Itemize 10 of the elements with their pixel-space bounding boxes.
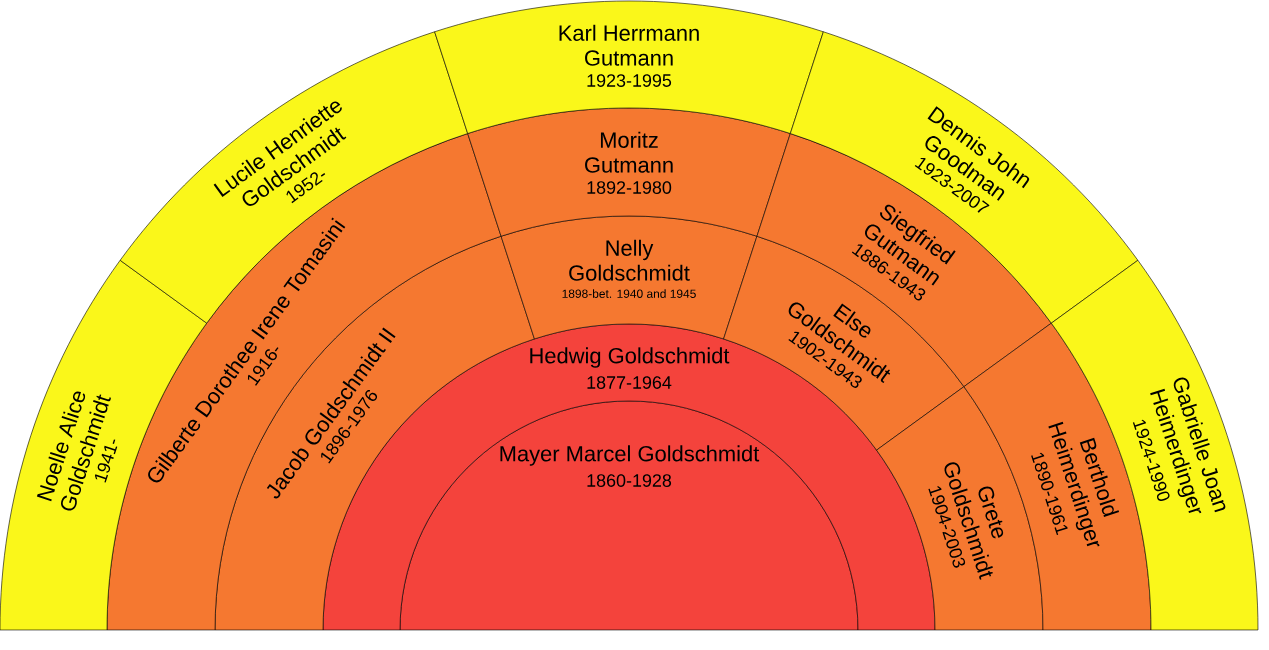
person-name: Nelly Goldschmidt	[569, 239, 690, 281]
person-name: Moritz Gutmann	[585, 131, 673, 173]
life-dates: 1877-1964	[587, 376, 672, 389]
life-dates: 1923-1995	[587, 74, 672, 87]
person-name: Karl Herrmann Gutmann	[559, 24, 699, 66]
person-name: Hedwig Goldschmidt	[530, 347, 730, 368]
life-dates: 1898-bet. 1940 and 1945	[562, 289, 696, 298]
person-name: Mayer Marcel Goldschmidt	[500, 445, 760, 466]
life-dates: 1892-1980	[587, 181, 672, 194]
life-dates: 1860-1928	[587, 474, 672, 487]
